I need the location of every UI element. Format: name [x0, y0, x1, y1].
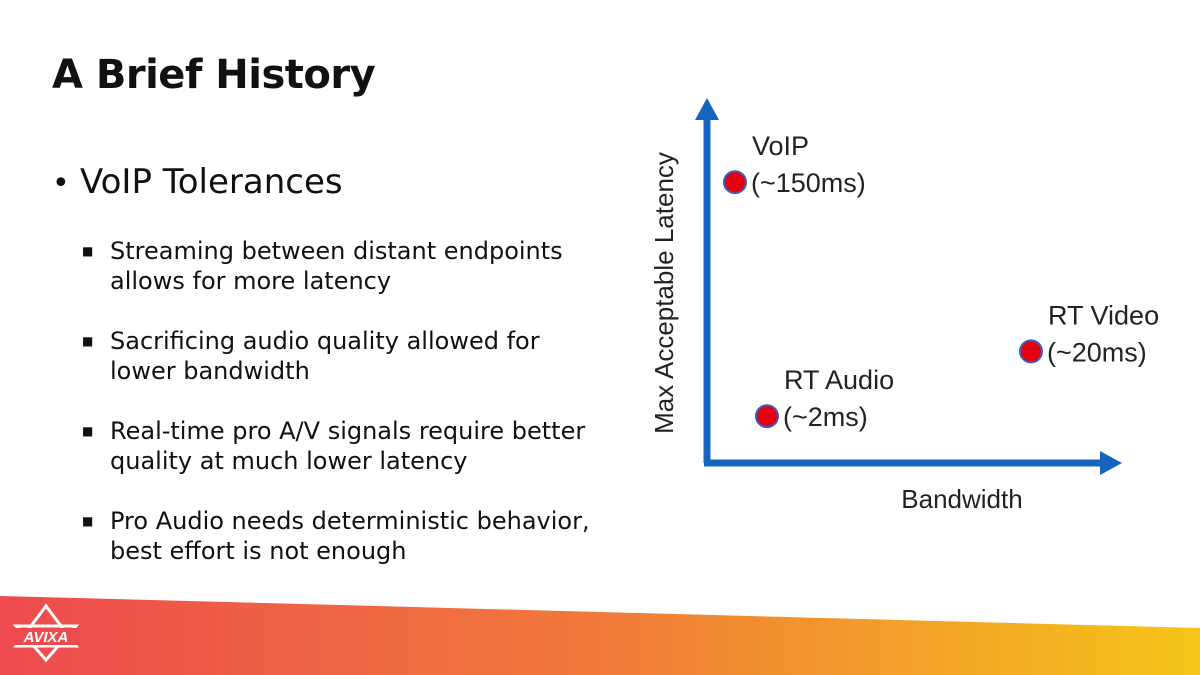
sub-bullet: ■ Pro Audio needs deterministic behavior… — [80, 506, 600, 596]
square-bullet-icon: ■ — [82, 514, 94, 528]
data-point-label: RT Audio — [784, 365, 894, 395]
slide-title: A Brief History — [52, 52, 376, 98]
square-bullet-icon: ■ — [82, 244, 94, 258]
sub-bullet-list: ■ Streaming between distant endpoints al… — [80, 236, 600, 596]
sub-bullet: ■ Real-time pro A/V signals require bett… — [80, 416, 600, 506]
data-point — [755, 404, 779, 429]
avixa-logo: AVIXA — [12, 603, 80, 663]
sub-bullet: ■ Streaming between distant endpoints al… — [80, 236, 600, 326]
logo-text: AVIXA — [23, 629, 69, 646]
x-axis-label: Bandwidth — [901, 484, 1022, 514]
data-point-value-label: (~2ms) — [783, 402, 868, 432]
x-axis-arrowhead — [1100, 451, 1122, 475]
main-bullet-text: VoIP Tolerances — [80, 162, 343, 202]
sub-bullet-text: Streaming between distant endpoints allo… — [110, 237, 563, 295]
sub-bullet-text: Real-time pro A/V signals require better… — [110, 417, 586, 475]
y-axis-label: Max Acceptable Latency — [649, 152, 679, 434]
data-point-value-label: (~150ms) — [751, 168, 866, 198]
data-point — [1019, 339, 1043, 364]
square-bullet-icon: ■ — [82, 334, 94, 348]
y-axis-arrowhead — [695, 98, 719, 120]
data-point-label: VoIP — [752, 131, 809, 161]
sub-bullet-text: Pro Audio needs deterministic behavior, … — [110, 507, 590, 565]
main-bullet: • VoIP Tolerances — [52, 162, 343, 202]
bullet-dot: • — [52, 166, 70, 201]
sub-bullet: ■ Sacrificing audio quality allowed for … — [80, 326, 600, 416]
data-point-value-label: (~20ms) — [1047, 337, 1147, 367]
data-point-label: RT Video — [1048, 300, 1159, 330]
square-bullet-icon: ■ — [82, 424, 94, 438]
sub-bullet-text: Sacrificing audio quality allowed for lo… — [110, 327, 540, 385]
data-point — [723, 170, 747, 195]
